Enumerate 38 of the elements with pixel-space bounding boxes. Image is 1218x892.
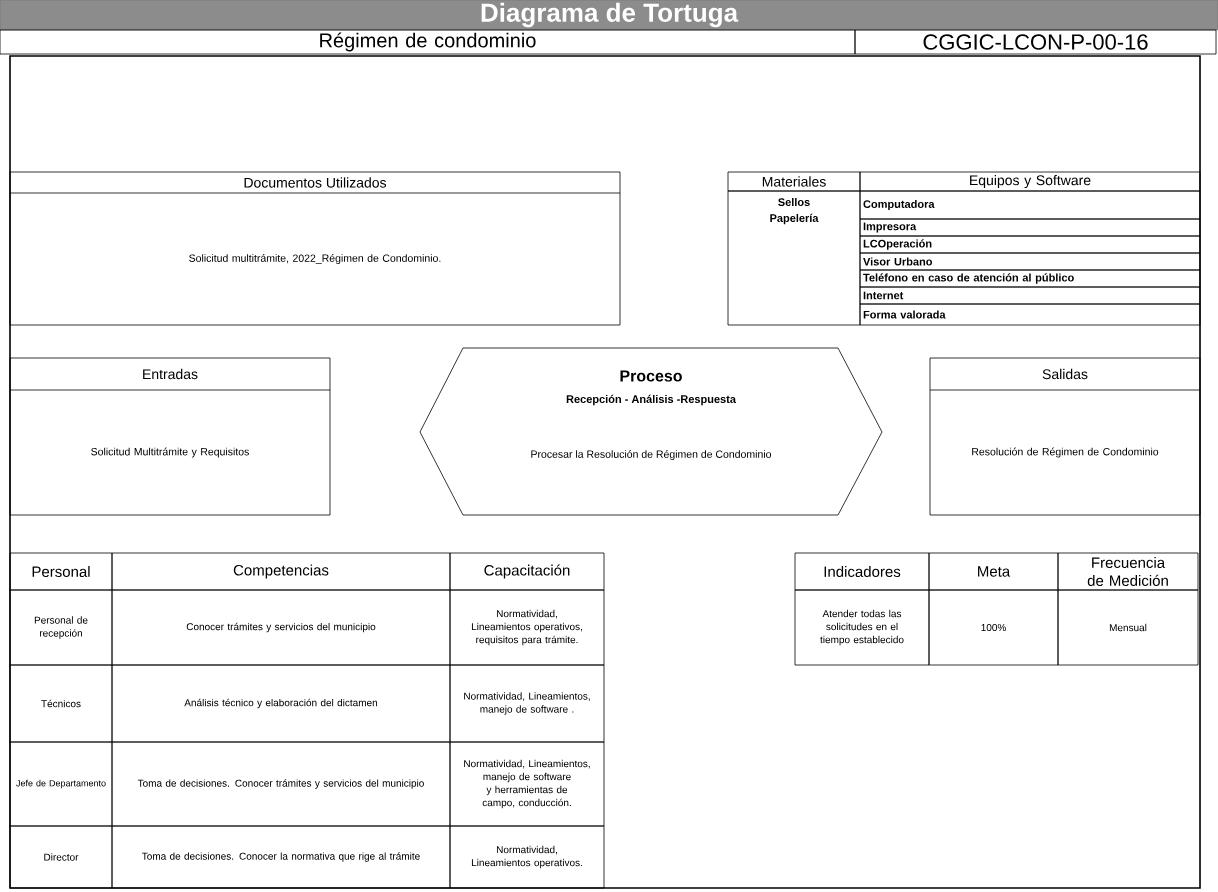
document-box: Documentos Utilizados Solicitud multitrámite, 2022_Régimen de Condominio. xyxy=(9,171,621,326)
title-banner: Diagrama de Tortuga xyxy=(0,0,1218,31)
process-hexagon: Proceso Recepción - Análisis -Respuesta Procesar la Resolución de Régimen de Condominio xyxy=(419,347,883,516)
table-cell: Normatividad, Lineamientos, manejo de software y herramientas de campo, conducción. xyxy=(449,741,605,827)
table-cell: Normatividad, Lineamientos operativos. xyxy=(449,825,605,889)
table-cell: Normatividad, Lineamientos operativos, requisitos para trámite. xyxy=(449,589,605,666)
table-cell: Equipos y Software xyxy=(859,171,1201,192)
table-cell: Toma de decisiones. Conocer trámites y servicios del municipio xyxy=(111,741,451,827)
table-cell: Forma valorada xyxy=(859,303,1201,326)
table-cell: Frecuencia de Medición xyxy=(1057,552,1199,591)
table-cell: Jefe de Departamento xyxy=(9,741,113,827)
table-cell: Capacitación xyxy=(449,552,605,591)
table-cell: Normatividad, Lineamientos, manejo de software . xyxy=(449,664,605,743)
table-cell: Competencias xyxy=(111,552,451,591)
table-cell: Materiales xyxy=(727,171,861,192)
table-cell: Conocer trámites y servicios del municipio xyxy=(111,589,451,666)
header-cell: Régimen de condominio xyxy=(0,29,856,55)
table-cell: Teléfono en caso de atención al público xyxy=(859,269,1201,288)
table-cell: Atender todas las solicitudes en el tiempo establecido xyxy=(794,589,930,666)
table-cell: Personal de recepción xyxy=(9,589,113,666)
table-cell: Análisis técnico y elaboración del dictamen xyxy=(111,664,451,743)
table-cell: LCOperación xyxy=(859,235,1201,254)
table-cell: Computadora xyxy=(859,190,1201,220)
input-box: Entradas Solicitud Multitrámite y Requisitos xyxy=(9,357,331,516)
table-cell: Director xyxy=(9,825,113,889)
table-cell: Sellos Papelería xyxy=(727,190,861,326)
table-cell: Indicadores xyxy=(794,552,930,591)
table-cell: Meta xyxy=(928,552,1059,591)
table-cell: Técnicos xyxy=(9,664,113,743)
table-cell: Impresora xyxy=(859,218,1201,237)
output-box: Salidas Resolución de Régimen de Condominio xyxy=(929,357,1201,516)
table-cell: Visor Urbano xyxy=(859,252,1201,271)
table-cell: Mensual xyxy=(1057,589,1199,666)
table-cell: Personal xyxy=(9,552,113,591)
header-cell: CGGIC-LCON-P-00-16 xyxy=(854,29,1217,55)
table-cell: Toma de decisiones. Conocer la normativa que rige al trámite xyxy=(111,825,451,889)
table-cell: 100% xyxy=(928,589,1059,666)
table-cell: Internet xyxy=(859,286,1201,305)
